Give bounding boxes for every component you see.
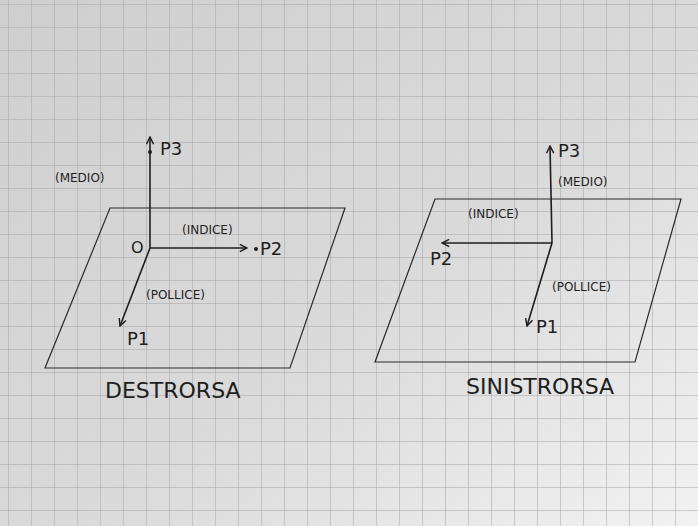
point-label: P1 [536, 318, 558, 336]
axis-arrow [442, 242, 552, 244]
point-label: P3 [160, 140, 182, 158]
plane [375, 199, 681, 362]
finger-label: (INDICE) [468, 208, 519, 220]
axis-arrow [527, 243, 552, 326]
axis-arrow [150, 247, 247, 249]
finger-label: (POLLICE) [146, 289, 205, 301]
point-label: P3 [558, 142, 580, 160]
figure-title: DESTRORSA [105, 380, 241, 402]
finger-label: (POLLICE) [552, 281, 611, 293]
point-label: P2 [260, 240, 282, 258]
figure-title: SINISTRORSA [466, 376, 614, 398]
point-dot [148, 150, 152, 154]
point-dot [254, 247, 258, 251]
finger-label: (MEDIO) [558, 176, 608, 188]
origin-label: O [131, 240, 144, 256]
finger-label: (INDICE) [182, 224, 233, 236]
axis-arrow [550, 146, 552, 243]
finger-label: (MEDIO) [55, 172, 105, 184]
plane [45, 208, 345, 368]
axis-arrow [120, 248, 150, 326]
point-label: P1 [127, 330, 149, 348]
point-label: P2 [430, 250, 452, 268]
